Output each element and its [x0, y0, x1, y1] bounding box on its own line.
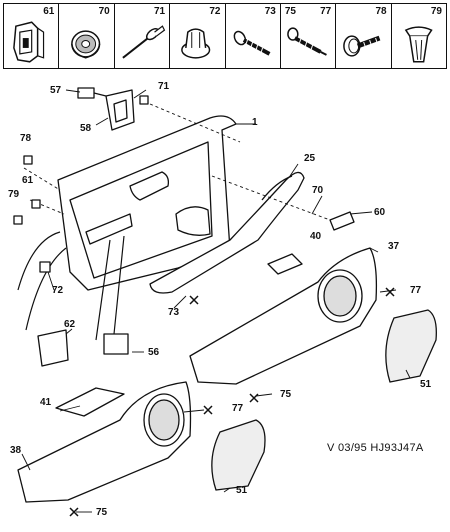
- callout-51-rear: 51: [236, 485, 248, 496]
- legend-cell-73: 73: [226, 4, 281, 68]
- callout-40: 40: [310, 231, 322, 242]
- legend-label: 75: [284, 6, 296, 17]
- clip-cage-nut-icon: [13, 21, 45, 63]
- callout-78: 78: [20, 133, 32, 144]
- legend-cell-75-77: 75 77: [281, 4, 337, 68]
- callout-56: 56: [148, 347, 160, 358]
- washer-head-screw-icon: [343, 35, 381, 57]
- door-handle-recess: [129, 171, 170, 201]
- callout-77-lower: 77: [232, 403, 244, 414]
- tapping-screw-icon: [233, 30, 270, 56]
- callout-71: 71: [158, 81, 170, 92]
- cable-clip: [37, 329, 69, 367]
- callout-57: 57: [50, 85, 62, 96]
- callout-73: 73: [168, 307, 180, 318]
- callout-62: 62: [64, 319, 76, 330]
- legend-cell-79: 79: [392, 4, 446, 68]
- speaker-grille-rear: [211, 419, 266, 491]
- legend-label: 72: [209, 6, 221, 17]
- legend-label: 61: [43, 6, 55, 17]
- screw-pair-icon: [287, 27, 327, 56]
- legend-cell-78: 78: [336, 4, 392, 68]
- callout-25: 25: [304, 153, 316, 164]
- callout-61: 61: [22, 175, 34, 186]
- legend-label: 78: [375, 6, 387, 17]
- legend-label: 71: [154, 6, 166, 17]
- legend-label: 79: [430, 6, 442, 17]
- callout-75-lower: 75: [96, 507, 108, 518]
- end-cap: [329, 211, 355, 231]
- legend-label: 70: [98, 6, 110, 17]
- callout-75-upper: 75: [280, 389, 292, 400]
- legend-cell-72: 72: [170, 4, 226, 68]
- legend-label: 73: [264, 6, 276, 17]
- callout-51-front: 51: [420, 379, 432, 390]
- trim-fastener-icon: [404, 26, 433, 63]
- push-clip-icon: [181, 28, 211, 59]
- callout-1: 1: [252, 117, 258, 128]
- reference-code: V 03/95 HJ93J47A: [327, 442, 424, 454]
- legend-label-secondary: 77: [320, 6, 332, 17]
- switch-plate: [105, 89, 135, 131]
- callout-60: 60: [374, 207, 386, 218]
- callout-77-upper: 77: [410, 285, 422, 296]
- callout-72: 72: [52, 285, 64, 296]
- callout-38: 38: [10, 445, 22, 456]
- pocket-insert: [267, 253, 303, 275]
- rivet-pin-icon: [122, 25, 165, 59]
- callout-41: 41: [40, 397, 52, 408]
- callout-37: 37: [388, 241, 400, 252]
- legend-cell-71: 71: [115, 4, 171, 68]
- armrest-grip: [149, 171, 305, 294]
- legend-cell-70: 70: [59, 4, 115, 68]
- callout-70: 70: [312, 185, 324, 196]
- storage-tray: [55, 387, 125, 417]
- callout-58: 58: [80, 123, 92, 134]
- fastener-legend: 61 70 71 72: [3, 3, 447, 69]
- callout-79: 79: [8, 189, 20, 200]
- sealing-washer-icon: [71, 30, 101, 59]
- speaker-grille-front: [385, 309, 437, 383]
- legend-cell-61: 61: [4, 4, 60, 68]
